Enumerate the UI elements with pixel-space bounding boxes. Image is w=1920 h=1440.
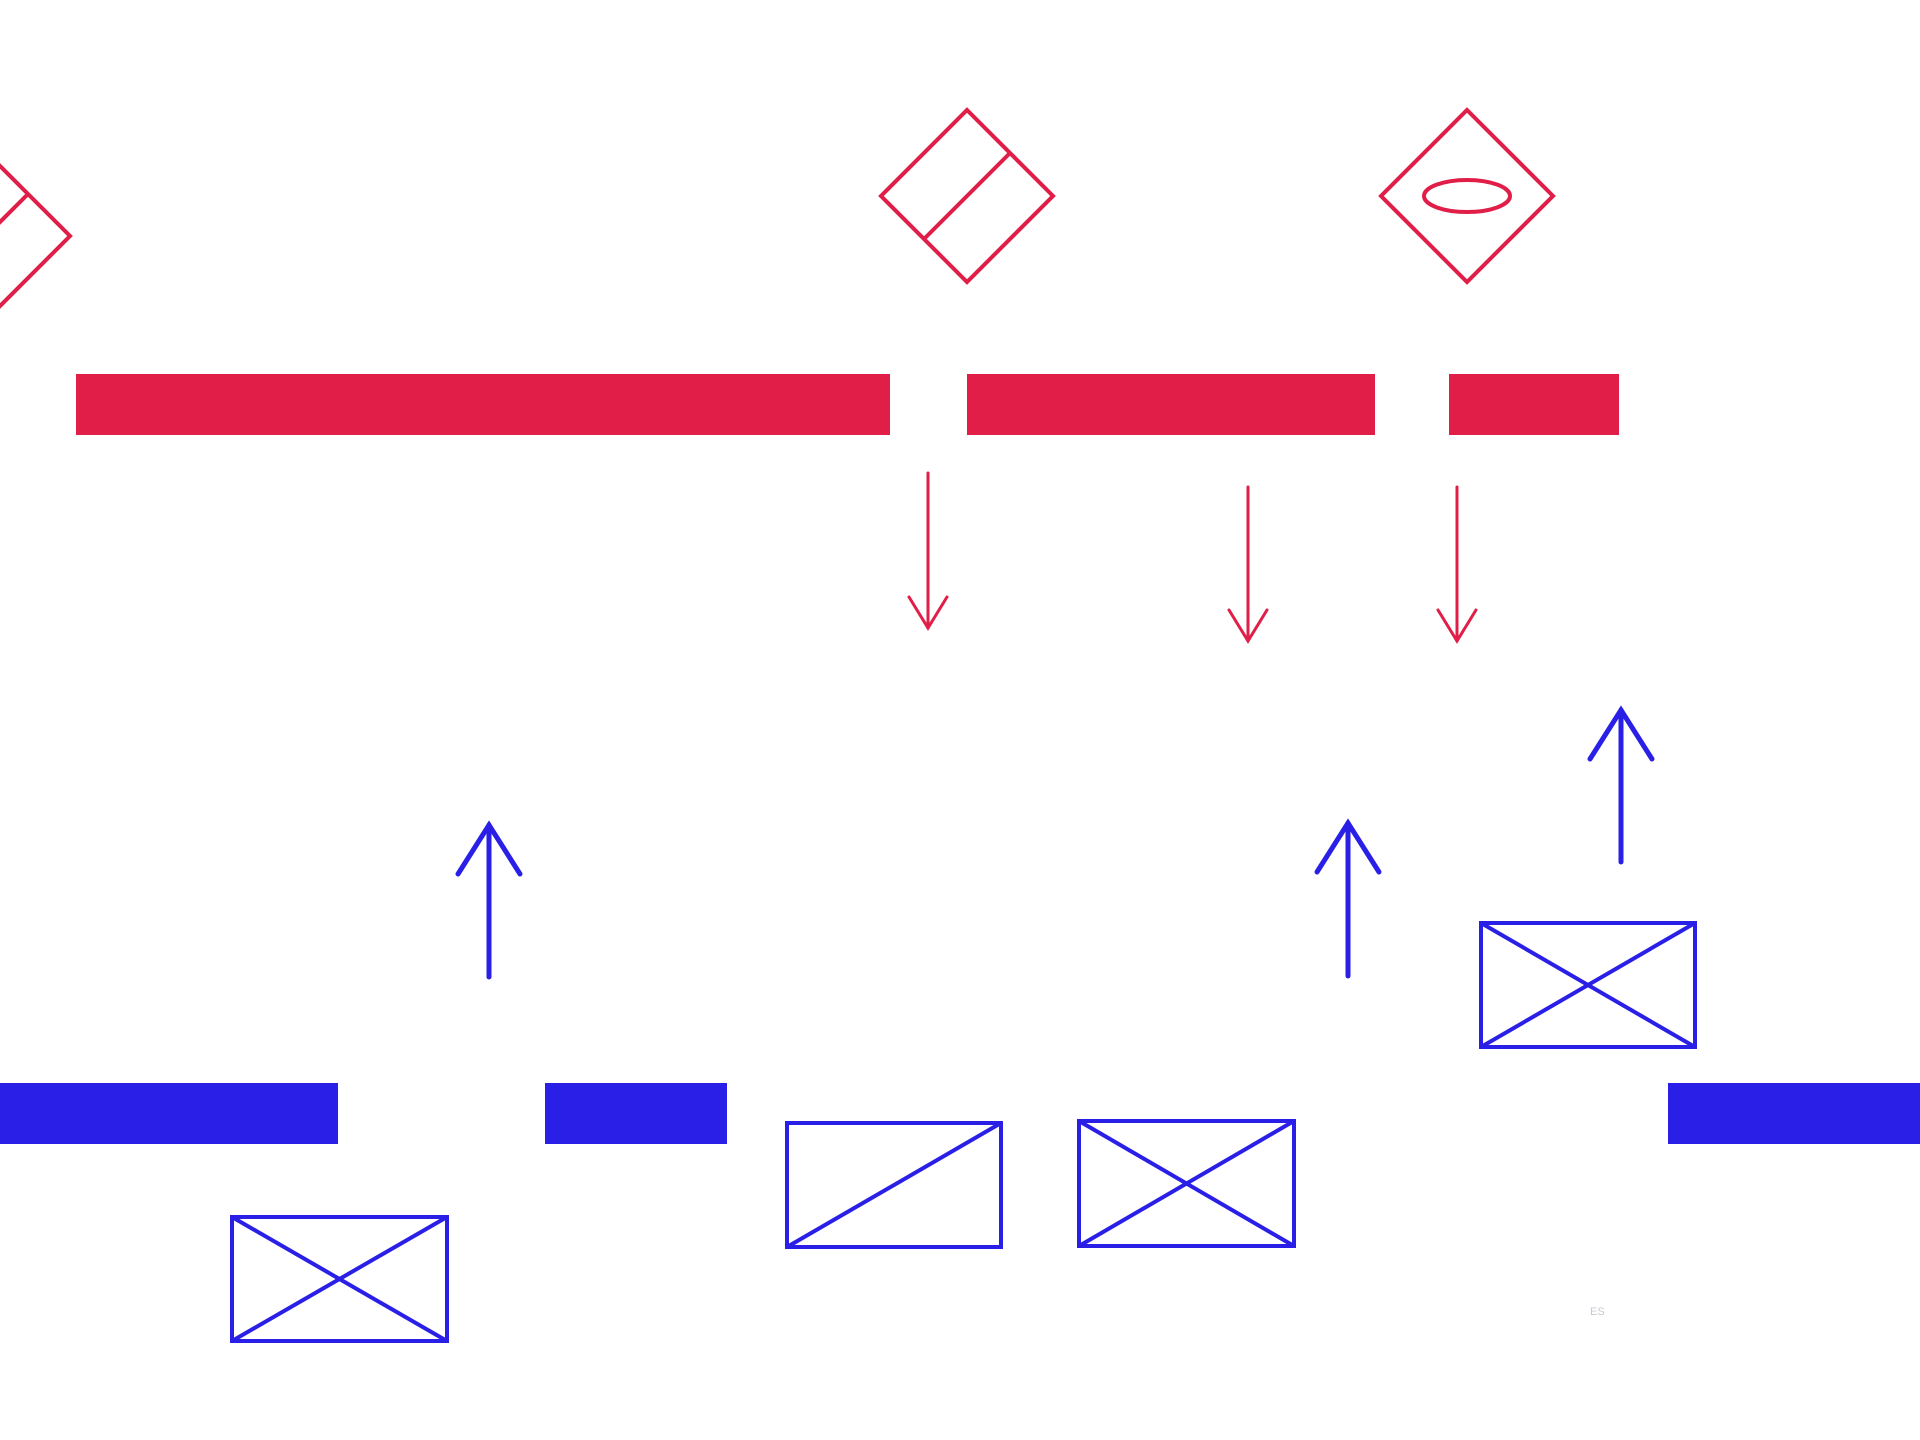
red-down-arrow-3	[1436, 485, 1478, 644]
red-bar-1	[76, 374, 890, 435]
red-bar-2	[967, 374, 1375, 435]
blue-slashed-box	[785, 1121, 1003, 1249]
red-diamond-symbol-ellipse	[1378, 107, 1556, 285]
blue-crossed-box-3	[1479, 921, 1697, 1049]
red-bar-3	[1449, 374, 1619, 435]
blue-bar-1	[0, 1083, 338, 1144]
blue-up-arrow-2	[1314, 818, 1382, 979]
blue-crossed-box-2	[1077, 1119, 1296, 1248]
blue-bar-2	[545, 1083, 727, 1144]
corner-mark-text: ES	[1590, 1306, 1605, 1318]
red-down-arrow-2	[1227, 485, 1269, 644]
blue-up-arrow-3	[1587, 705, 1655, 865]
red-down-arrow-1	[907, 471, 949, 631]
blue-up-arrow-1	[455, 820, 523, 980]
red-diamond-symbol-slash	[878, 107, 1056, 285]
blue-crossed-box-1	[230, 1215, 449, 1343]
blue-bar-3	[1668, 1083, 1920, 1144]
red-diamond-symbol-left-partial	[0, 163, 73, 309]
